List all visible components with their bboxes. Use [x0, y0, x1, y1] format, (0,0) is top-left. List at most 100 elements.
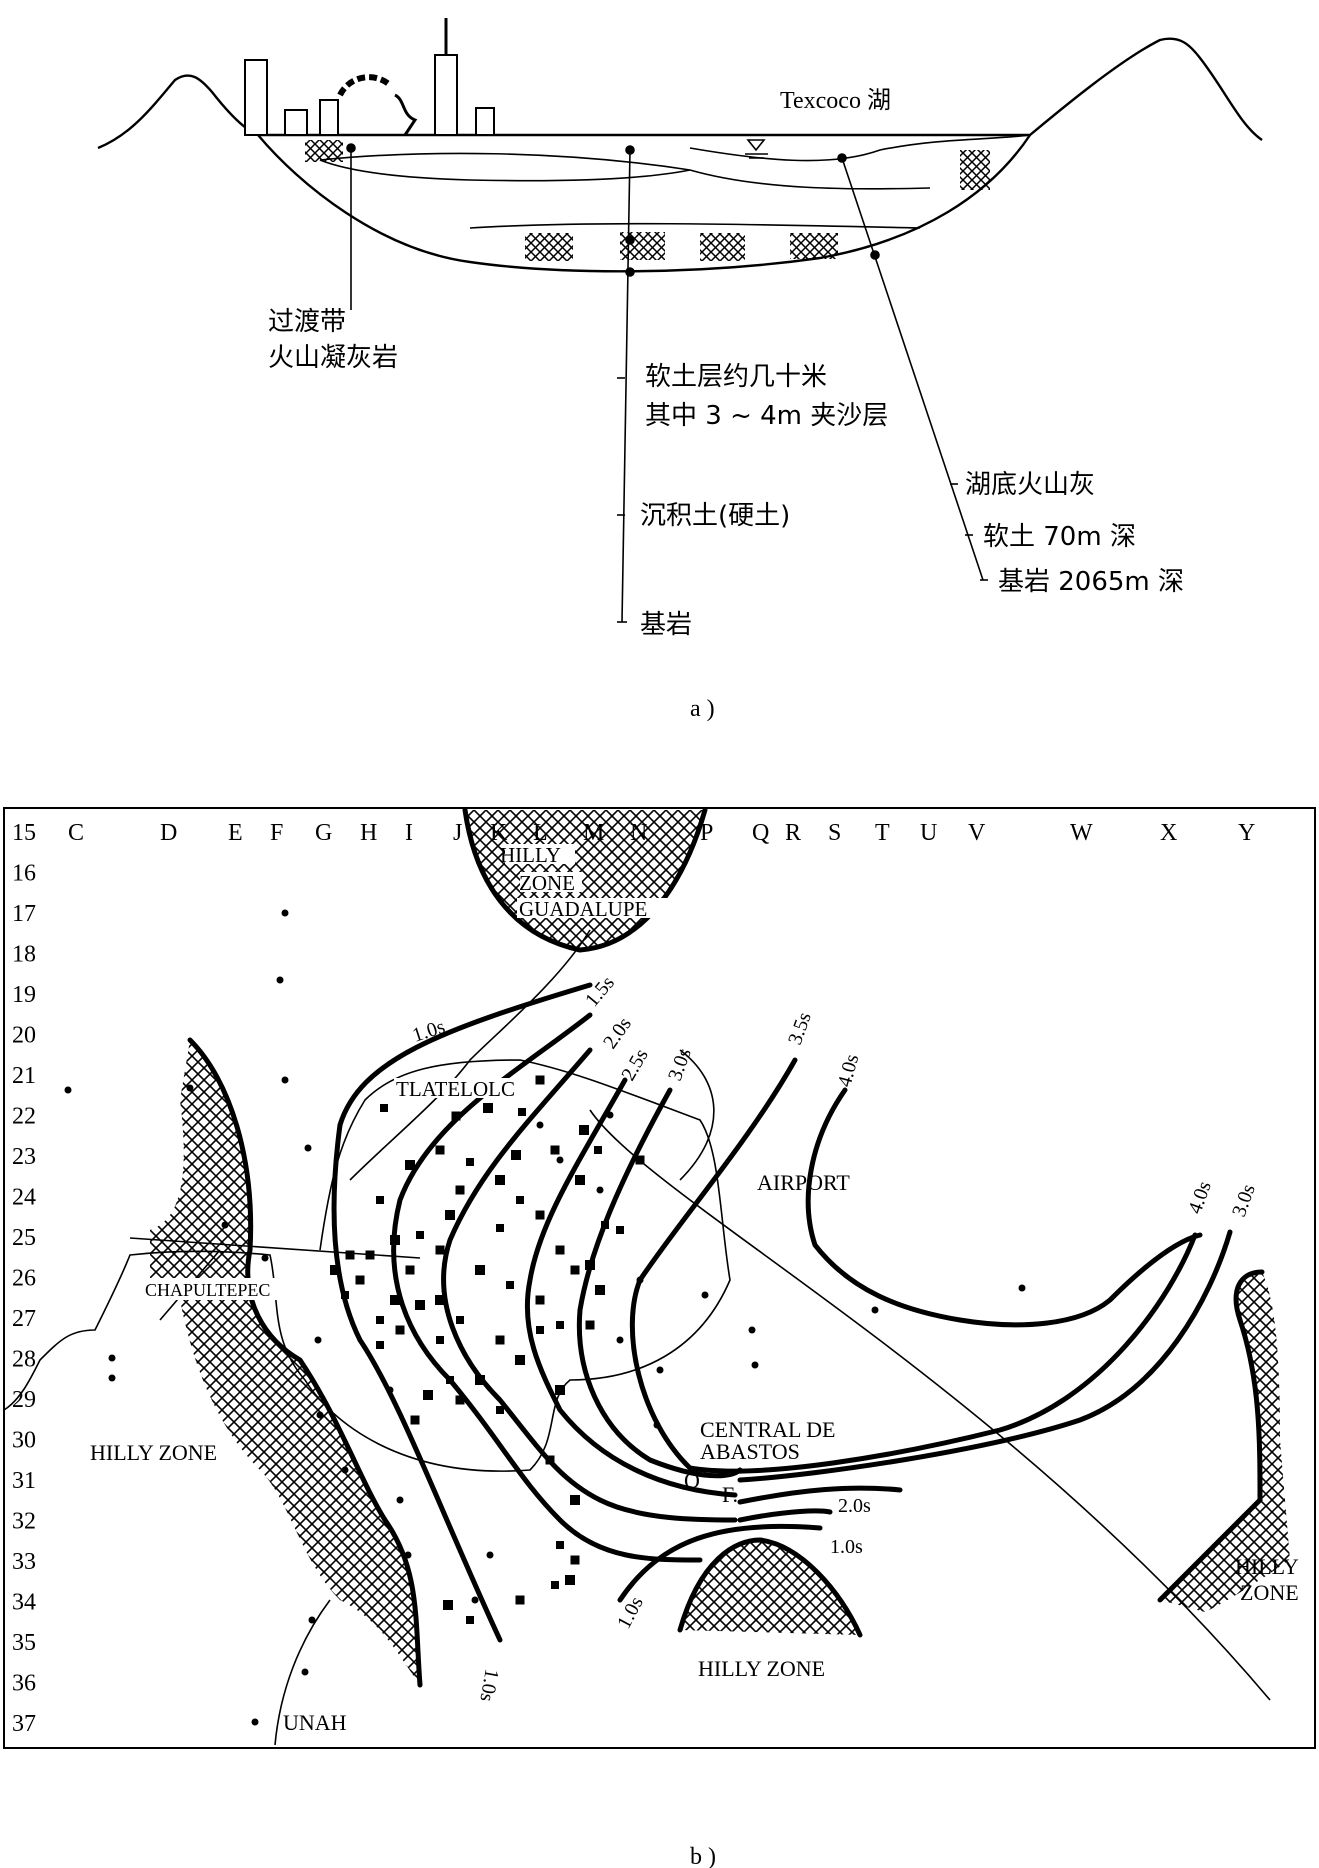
column-label: Y [1238, 820, 1255, 846]
station-dot [486, 1551, 494, 1559]
station-square [466, 1158, 474, 1166]
station-square [575, 1175, 585, 1185]
station-square [410, 1415, 420, 1425]
of-f-label: F. [722, 1482, 738, 1507]
station-square [585, 1320, 595, 1330]
station-square [515, 1595, 525, 1605]
station-square [390, 1235, 400, 1245]
contour-3-0-right: 3.0s [1228, 1181, 1260, 1220]
of-o-label: O [684, 1468, 700, 1493]
contour-2-0: 2.0s [599, 1013, 636, 1053]
station-square [436, 1336, 444, 1344]
column-label: Q [752, 820, 769, 846]
station-square [555, 1245, 565, 1255]
station-dot [636, 1276, 644, 1284]
station-dot [281, 1076, 289, 1084]
station-square [555, 1385, 565, 1395]
station-square [545, 1455, 555, 1465]
place-labels: HILLY ZONE GUADALUPE TLATELOLC AIRPORT C… [90, 843, 1299, 1735]
row-label: 36 [12, 1671, 36, 1697]
bedrock-label: 基岩 [640, 610, 692, 640]
station-square [601, 1221, 609, 1229]
station-square [496, 1406, 504, 1414]
station-square [496, 1224, 504, 1232]
column-label: I [405, 820, 413, 846]
contour-3-5: 3.5s [784, 1009, 816, 1048]
row-label: 24 [12, 1185, 36, 1211]
hilly-right-label: HILLY [1235, 1554, 1299, 1579]
station-dot [616, 1336, 624, 1344]
row-label: 32 [12, 1509, 36, 1535]
station-square [595, 1285, 605, 1295]
station-dot [396, 1496, 404, 1504]
station-dot [653, 1421, 661, 1429]
station-dot [301, 1668, 309, 1676]
station-dot [871, 1306, 879, 1314]
station-square [506, 1281, 514, 1289]
station-square [451, 1111, 461, 1121]
station-square [376, 1341, 384, 1349]
station-square [330, 1265, 340, 1275]
station-dot [386, 1386, 394, 1394]
row-label: 16 [12, 861, 36, 887]
row-label: 23 [12, 1144, 36, 1170]
hilly-zone-bottom-label: HILLY ZONE [698, 1656, 825, 1681]
central-label: CENTRAL DE [700, 1417, 835, 1442]
row-label: 21 [12, 1063, 36, 1089]
station-square [341, 1291, 349, 1299]
row-label: 25 [12, 1225, 36, 1251]
station-dot [108, 1374, 116, 1382]
station-square [535, 1210, 545, 1220]
station-square [466, 1616, 474, 1624]
station-squares [330, 1075, 645, 1624]
station-square [579, 1125, 589, 1135]
station-square [376, 1196, 384, 1204]
station-square [365, 1250, 375, 1260]
deep-bedrock-label: 基岩 2065m 深 [998, 567, 1184, 597]
station-square [475, 1265, 485, 1275]
station-dot [606, 1111, 614, 1119]
station-square [495, 1335, 505, 1345]
ground-profile [97, 37, 1263, 150]
station-dot [261, 1254, 269, 1262]
station-dot [748, 1326, 756, 1334]
station-square [556, 1541, 564, 1549]
station-square [570, 1555, 580, 1565]
station-dot [536, 1121, 544, 1129]
station-dot [701, 1291, 709, 1299]
row-label: 26 [12, 1266, 36, 1292]
station-dot [281, 909, 289, 917]
station-dot [316, 1411, 324, 1419]
row-label: 22 [12, 1104, 36, 1130]
station-square [594, 1146, 602, 1154]
station-square [435, 1295, 445, 1305]
row-label: 37 [12, 1711, 36, 1737]
hilly-zone-right [1160, 1272, 1290, 1612]
caption-b: b ) [690, 1844, 716, 1868]
hilly-zone-bottom [680, 1540, 860, 1635]
row-label: 18 [12, 942, 36, 968]
station-dot [308, 1616, 316, 1624]
station-square [395, 1325, 405, 1335]
layer-line-mid [469, 222, 921, 229]
station-square [551, 1581, 559, 1589]
station-square [446, 1376, 454, 1384]
row-label: 17 [12, 901, 36, 927]
soft-soil-label: 软土 70m 深 [983, 522, 1136, 552]
abastos-label: ABASTOS [700, 1439, 800, 1464]
station-dot [471, 1596, 479, 1604]
column-label: C [68, 820, 84, 846]
unah-label: UNAH [283, 1710, 347, 1735]
contour-2-5: 2.5s [617, 1045, 653, 1085]
station-square [495, 1175, 505, 1185]
row-label: 30 [12, 1428, 36, 1454]
column-label: S [828, 820, 841, 846]
station-dot [64, 1086, 72, 1094]
station-square [515, 1355, 525, 1365]
station-square [556, 1321, 564, 1329]
station-dot [751, 1361, 759, 1369]
caption-a: a ) [690, 696, 715, 722]
station-square [550, 1145, 560, 1155]
station-square [511, 1150, 521, 1160]
